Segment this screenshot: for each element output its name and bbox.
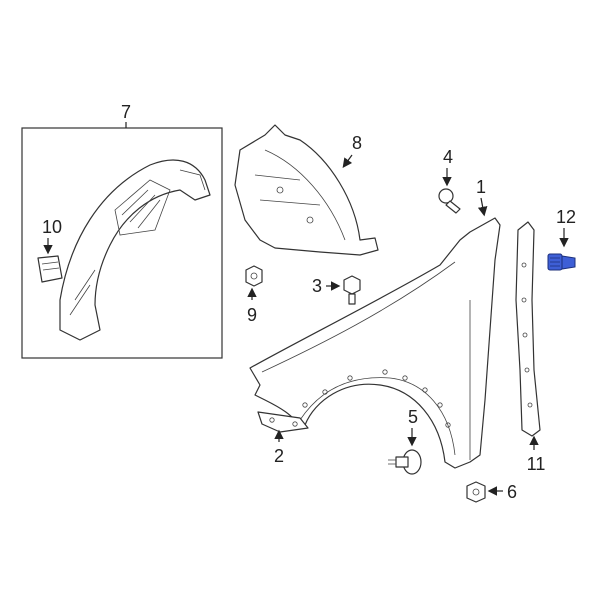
callout-3[interactable]: 3 — [312, 276, 322, 296]
callout-5[interactable]: 5 — [408, 407, 418, 427]
callout-8[interactable]: 8 — [352, 133, 362, 153]
callout-1[interactable]: 1 — [476, 177, 486, 197]
part-10-clip[interactable]: 10 — [37, 217, 63, 283]
part-5-push-clip[interactable]: 5 — [388, 407, 422, 475]
part-9-nut[interactable]: 9 — [245, 265, 263, 325]
part-8-splash-shield[interactable]: 8 — [234, 124, 379, 256]
part-3-bolt[interactable]: 3 — [312, 275, 361, 305]
callout-10[interactable]: 10 — [42, 217, 62, 237]
part-12-bolt-highlighted[interactable]: 12 — [547, 207, 576, 271]
callout-11[interactable]: 11 — [527, 454, 546, 474]
callout-4[interactable]: 4 — [443, 147, 453, 167]
callout-2[interactable]: 2 — [274, 446, 284, 466]
callout-9[interactable]: 9 — [247, 305, 257, 325]
callout-7[interactable]: 7 — [121, 102, 131, 122]
part-2-bracket[interactable]: 2 — [257, 411, 309, 466]
part-7-fender-liner[interactable] — [59, 159, 211, 341]
part-6-nut[interactable]: 6 — [466, 481, 517, 503]
callout-12[interactable]: 12 — [556, 207, 576, 227]
part-11-seal[interactable]: 11 — [515, 221, 546, 474]
inset-box-part-7: 7 — [21, 102, 223, 359]
part-4-bolt[interactable]: 4 — [438, 147, 461, 214]
callout-6[interactable]: 6 — [507, 482, 517, 502]
